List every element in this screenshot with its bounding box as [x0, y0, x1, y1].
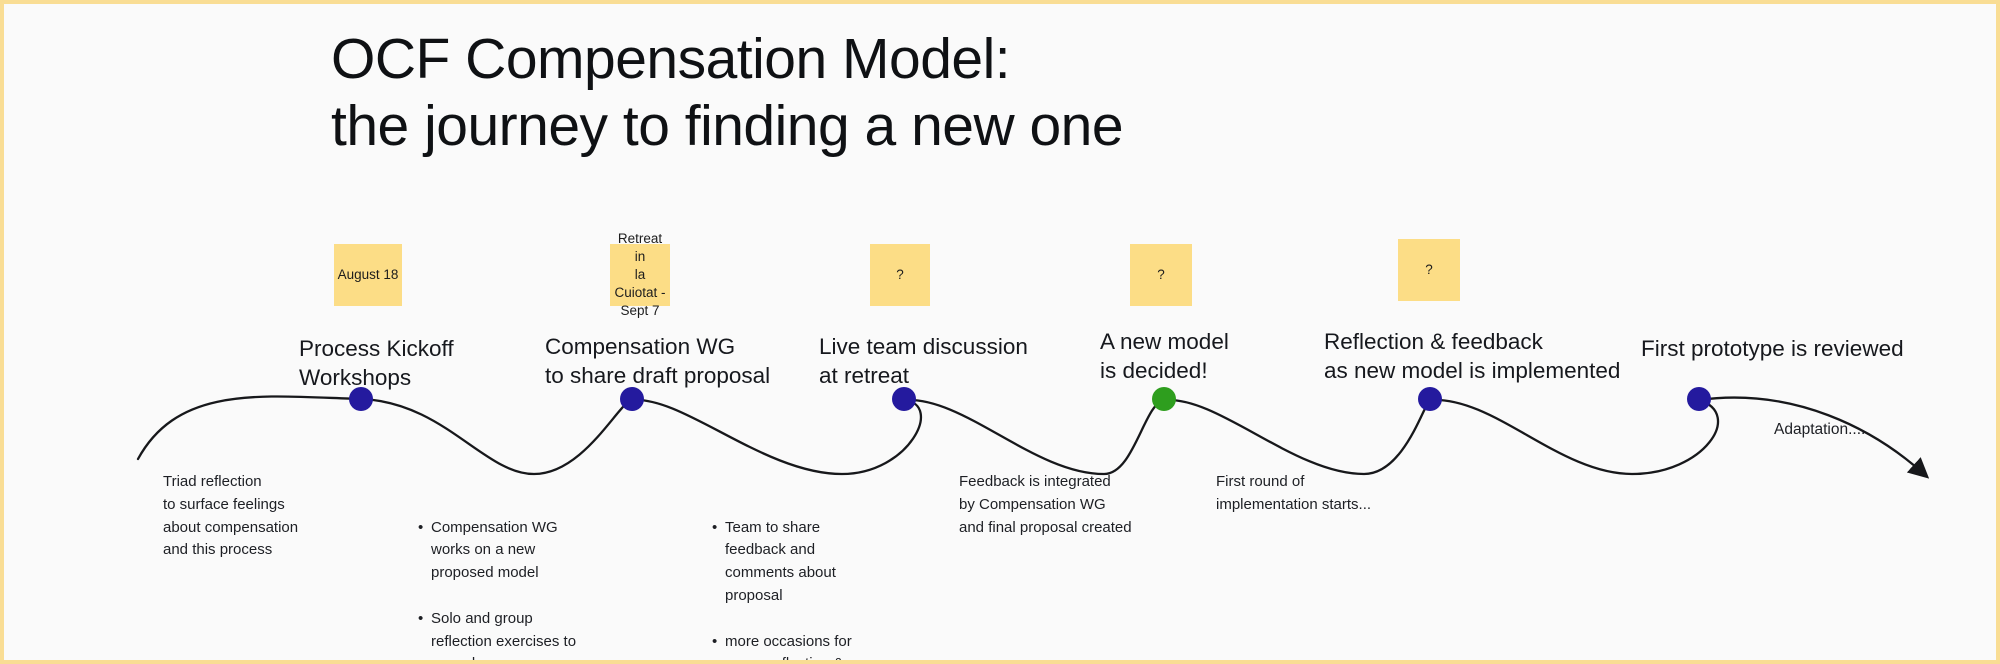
milestone-detail-1: Triad reflection to surface feelings abo…	[163, 473, 299, 559]
milestone-detail-2: Compensation WG works on a new proposed …	[417, 471, 617, 660]
sticky-note-4[interactable]: ?	[1130, 244, 1192, 306]
milestone-heading-2: Compensation WG to share draft proposal	[545, 334, 771, 388]
milestone-dot-4[interactable]	[1152, 387, 1176, 411]
list-item: Team to share feedback and comments abou…	[712, 517, 911, 608]
sticky-note-2[interactable]: Retreat in la Cuiotat - Sept 7	[610, 231, 670, 318]
list-item: Solo and group reflection exercises to u…	[418, 608, 617, 660]
milestone-detail-4: Feedback is integrated by Compensation W…	[959, 473, 1132, 536]
adaptation-label: Adaptation....	[1774, 421, 1866, 438]
milestone-heading-6: First prototype is reviewed	[1641, 336, 1904, 361]
milestone-dot-2[interactable]	[620, 387, 644, 411]
milestone-dot-3[interactable]	[892, 387, 916, 411]
milestone-dot-1[interactable]	[349, 387, 373, 411]
milestone-heading-1: Process Kickoff Workshops	[299, 336, 454, 390]
milestone-heading-5: Reflection & feedback as new model is im…	[1324, 329, 1621, 383]
sticky-note-5[interactable]: ?	[1398, 239, 1460, 301]
list-item: more occasions for async reflection & ex…	[712, 631, 911, 660]
sticky-note-3[interactable]: ?	[870, 244, 930, 306]
page-title: OCF Compensation Model: the journey to f…	[331, 27, 1124, 158]
milestone-detail-3: Team to share feedback and comments abou…	[711, 471, 911, 660]
milestone-detail-3-list: Team to share feedback and comments abou…	[711, 494, 911, 660]
milestone-detail-2-list: Compensation WG works on a new proposed …	[417, 494, 617, 660]
milestone-detail-5: First round of implementation starts...	[1216, 473, 1372, 513]
milestone-heading-3: Live team discussion at retreat	[819, 334, 1028, 388]
milestone-heading-4: A new model is decided!	[1100, 329, 1229, 383]
list-item: Compensation WG works on a new proposed …	[418, 517, 617, 585]
sticky-note-1[interactable]: August 18	[334, 244, 402, 306]
milestone-dot-6[interactable]	[1687, 387, 1711, 411]
milestone-dot-5[interactable]	[1418, 387, 1442, 411]
